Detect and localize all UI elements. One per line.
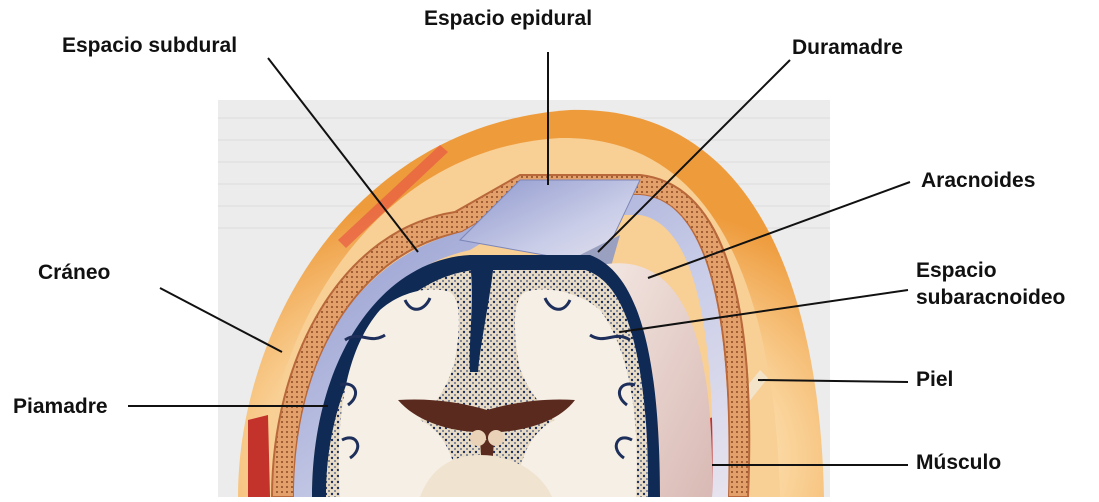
fornix-left: [470, 430, 486, 446]
label-subaracnoideo-line2: subaracnoideo: [916, 286, 1065, 309]
muscle-left: [248, 415, 270, 497]
fornix-right: [488, 430, 504, 446]
label-piel: Piel: [916, 368, 953, 392]
label-espacio-subaracnoideo: Espacio subaracnoideo: [916, 257, 1065, 311]
label-duramadre: Duramadre: [792, 36, 903, 60]
label-musculo: Músculo: [916, 451, 1001, 475]
label-craneo: Cráneo: [38, 261, 110, 285]
label-subaracnoideo-line1: Espacio: [916, 259, 997, 282]
label-espacio-epidural: Espacio epidural: [424, 7, 592, 31]
label-espacio-subdural: Espacio subdural: [62, 34, 237, 58]
label-piamadre: Piamadre: [13, 395, 108, 419]
label-aracnoides: Aracnoides: [921, 169, 1035, 193]
